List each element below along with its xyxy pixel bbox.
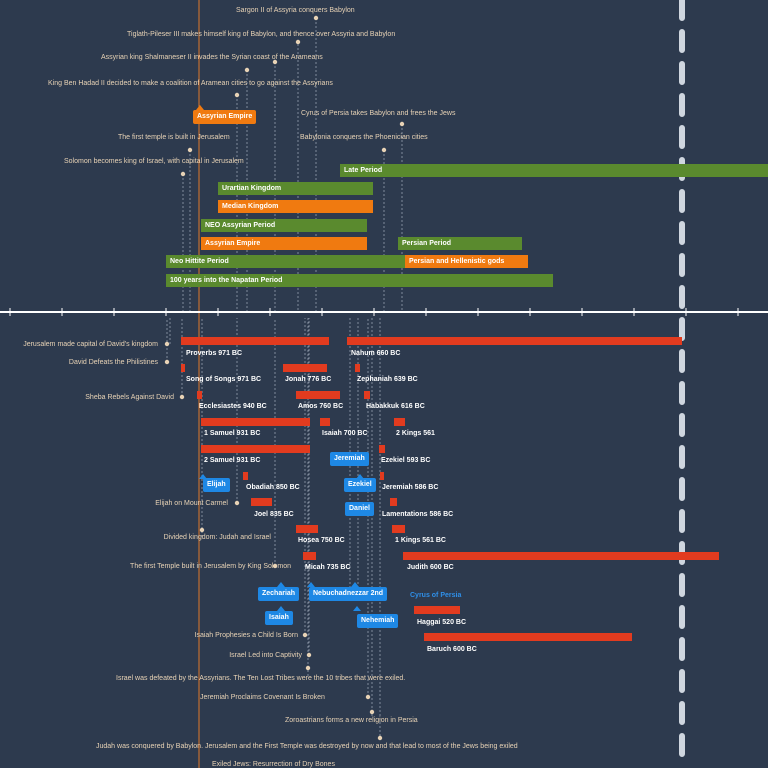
event-dry-bones[interactable]: Exiled Jews: Resurrection of Dry Bones (212, 761, 335, 768)
chip-pointer-orange (196, 105, 204, 110)
bar-zephaniah[interactable] (355, 364, 360, 372)
period-neo-hittite[interactable]: Neo Hittite Period (166, 255, 410, 268)
label-judith: Judith 600 BC (407, 564, 454, 571)
bar-baruch[interactable] (424, 633, 632, 641)
bar-lamentations[interactable] (390, 498, 397, 506)
event-isaiah-child[interactable]: Isaiah Prophesies a Child Is Born (194, 632, 299, 639)
chip-nebuchadnezzar[interactable]: Nebuchadnezzar 2nd (309, 587, 388, 601)
event-solomon-king[interactable]: Solomon becomes king of Israel, with cap… (64, 158, 244, 165)
label-2-samuel: 2 Samuel 931 BC (204, 457, 261, 464)
bar-amos[interactable] (296, 391, 340, 399)
bar-nahum[interactable] (347, 337, 682, 345)
axis-ticks (9, 308, 739, 316)
period-persian-hellenistic[interactable]: Persian and Hellenistic gods (405, 255, 528, 268)
label-isaiah: Isaiah 700 BC (322, 430, 368, 437)
label-habakkuk: Habakkuk 616 BC (366, 403, 425, 410)
event-sheba-rebels[interactable]: Sheba Rebels Against David (85, 394, 174, 401)
bar-2-kings[interactable] (394, 418, 405, 426)
event-david-philistines[interactable]: David Defeats the Philistines (68, 359, 158, 366)
chip-elijah[interactable]: Elijah (203, 478, 230, 492)
label-ecclesiastes: Ecclesiastes 940 BC (199, 403, 267, 410)
event-shalmaneser[interactable]: Assyrian king Shalmaneser II invades the… (101, 54, 323, 61)
label-1-kings: 1 Kings 561 BC (395, 537, 446, 544)
event-jerusalem-capital[interactable]: Jerusalem made capital of David's kingdo… (23, 341, 158, 348)
chip-assyrian-empire[interactable]: Assyrian Empire (193, 110, 257, 124)
bar-isaiah[interactable] (320, 418, 330, 426)
event-sargon[interactable]: Sargon II of Assyria conquers Babylon (236, 7, 355, 14)
label-nahum: Nahum 660 BC (351, 350, 401, 357)
label-lamentations: Lamentations 586 BC (382, 511, 454, 518)
label-amos: Amos 760 BC (298, 403, 344, 410)
event-babylonia-phoenicia[interactable]: Babylonia conquers the Phoenician cities (300, 134, 428, 141)
label-joel: Joel 835 BC (254, 511, 294, 518)
event-dots (164, 15, 405, 741)
event-temple-solomon[interactable]: The first Temple built in Jerusalem by K… (130, 563, 291, 570)
event-tiglath-pileser[interactable]: Tiglath-Pileser III makes himself king o… (127, 31, 396, 38)
bar-2-samuel[interactable] (201, 445, 310, 453)
period-neo-assyrian[interactable]: NEO Assyrian Period (201, 219, 367, 232)
bar-obadiah[interactable] (243, 472, 248, 480)
chip-isaiah[interactable]: Isaiah (265, 611, 293, 625)
chip-nehemiah[interactable]: Nehemiah (357, 614, 399, 628)
label-micah: Micah 735 BC (305, 564, 351, 571)
event-judah-conquered[interactable]: Judah was conquered by Babylon. Jerusale… (96, 743, 518, 750)
bar-ecclesiastes[interactable] (197, 391, 202, 399)
period-persian[interactable]: Persian Period (398, 237, 522, 250)
label-jonah: Jonah 776 BC (285, 376, 332, 383)
bar-hosea[interactable] (296, 525, 318, 533)
bar-jonah[interactable] (283, 364, 327, 372)
chip-zechariah[interactable]: Zechariah (258, 587, 300, 601)
event-jeremiah-covenant[interactable]: Jeremiah Proclaims Covenant Is Broken (200, 694, 325, 701)
period-napatan[interactable]: 100 years into the Napatan Period (166, 274, 553, 287)
event-ten-lost-tribes[interactable]: Israel was defeated by the Assyrians. Th… (116, 675, 406, 682)
bar-ezekiel[interactable] (379, 445, 385, 453)
bar-habakkuk[interactable] (364, 391, 370, 399)
label-jeremiah: Jeremiah 586 BC (382, 484, 439, 491)
bar-judith[interactable] (403, 552, 719, 560)
chip-ezekiel[interactable]: Ezekiel (344, 478, 376, 492)
bar-proverbs[interactable] (181, 337, 329, 345)
event-divided-kingdom[interactable]: Divided kingdom: Judah and Israel (163, 534, 271, 541)
label-zephaniah: Zephaniah 639 BC (357, 376, 418, 383)
label-proverbs: Proverbs 971 BC (186, 350, 243, 357)
period-urartian[interactable]: Urartian Kingdom (218, 182, 373, 195)
period-assyrian-empire[interactable]: Assyrian Empire (201, 237, 367, 250)
label-2-kings: 2 Kings 561 (396, 430, 435, 437)
label-1-samuel: 1 Samuel 931 BC (204, 430, 261, 437)
chip-daniel[interactable]: Daniel (345, 502, 375, 516)
label-cyrus-of-persia[interactable]: Cyrus of Persia (410, 592, 462, 599)
bar-1-samuel[interactable] (201, 418, 310, 426)
event-first-temple[interactable]: The first temple is built in Jerusalem (118, 134, 230, 141)
label-haggai: Haggai 520 BC (417, 619, 467, 626)
event-cyrus-frees-jews[interactable]: Cyrus of Persia takes Babylon and frees … (301, 110, 456, 117)
chip-pointers (199, 474, 364, 611)
bar-song-of-songs[interactable] (181, 364, 185, 372)
bar-jeremiah[interactable] (380, 472, 384, 480)
bar-micah[interactable] (303, 552, 316, 560)
event-elijah-carmel[interactable]: Elijah on Mount Carmel (155, 500, 228, 507)
chip-jeremiah[interactable]: Jeremiah (330, 452, 369, 466)
label-song-of-songs: Song of Songs 971 BC (186, 376, 262, 383)
bar-1-kings[interactable] (392, 525, 405, 533)
event-zoroastrians[interactable]: Zoroastrians forms a new religion in Per… (285, 717, 418, 724)
label-hosea: Hosea 750 BC (298, 537, 345, 544)
label-ezekiel: Ezekiel 593 BC (381, 457, 431, 464)
event-israel-captivity[interactable]: Israel Led into Captivity (229, 652, 302, 659)
event-ben-hadad[interactable]: King Ben Hadad II decided to make a coal… (48, 80, 333, 87)
bar-haggai[interactable] (414, 606, 460, 614)
bar-joel[interactable] (251, 498, 272, 506)
label-baruch: Baruch 600 BC (427, 646, 477, 653)
period-median[interactable]: Median Kingdom (218, 200, 373, 213)
period-late[interactable]: Late Period (340, 164, 768, 177)
label-obadiah: Obadiah 850 BC (246, 484, 300, 491)
